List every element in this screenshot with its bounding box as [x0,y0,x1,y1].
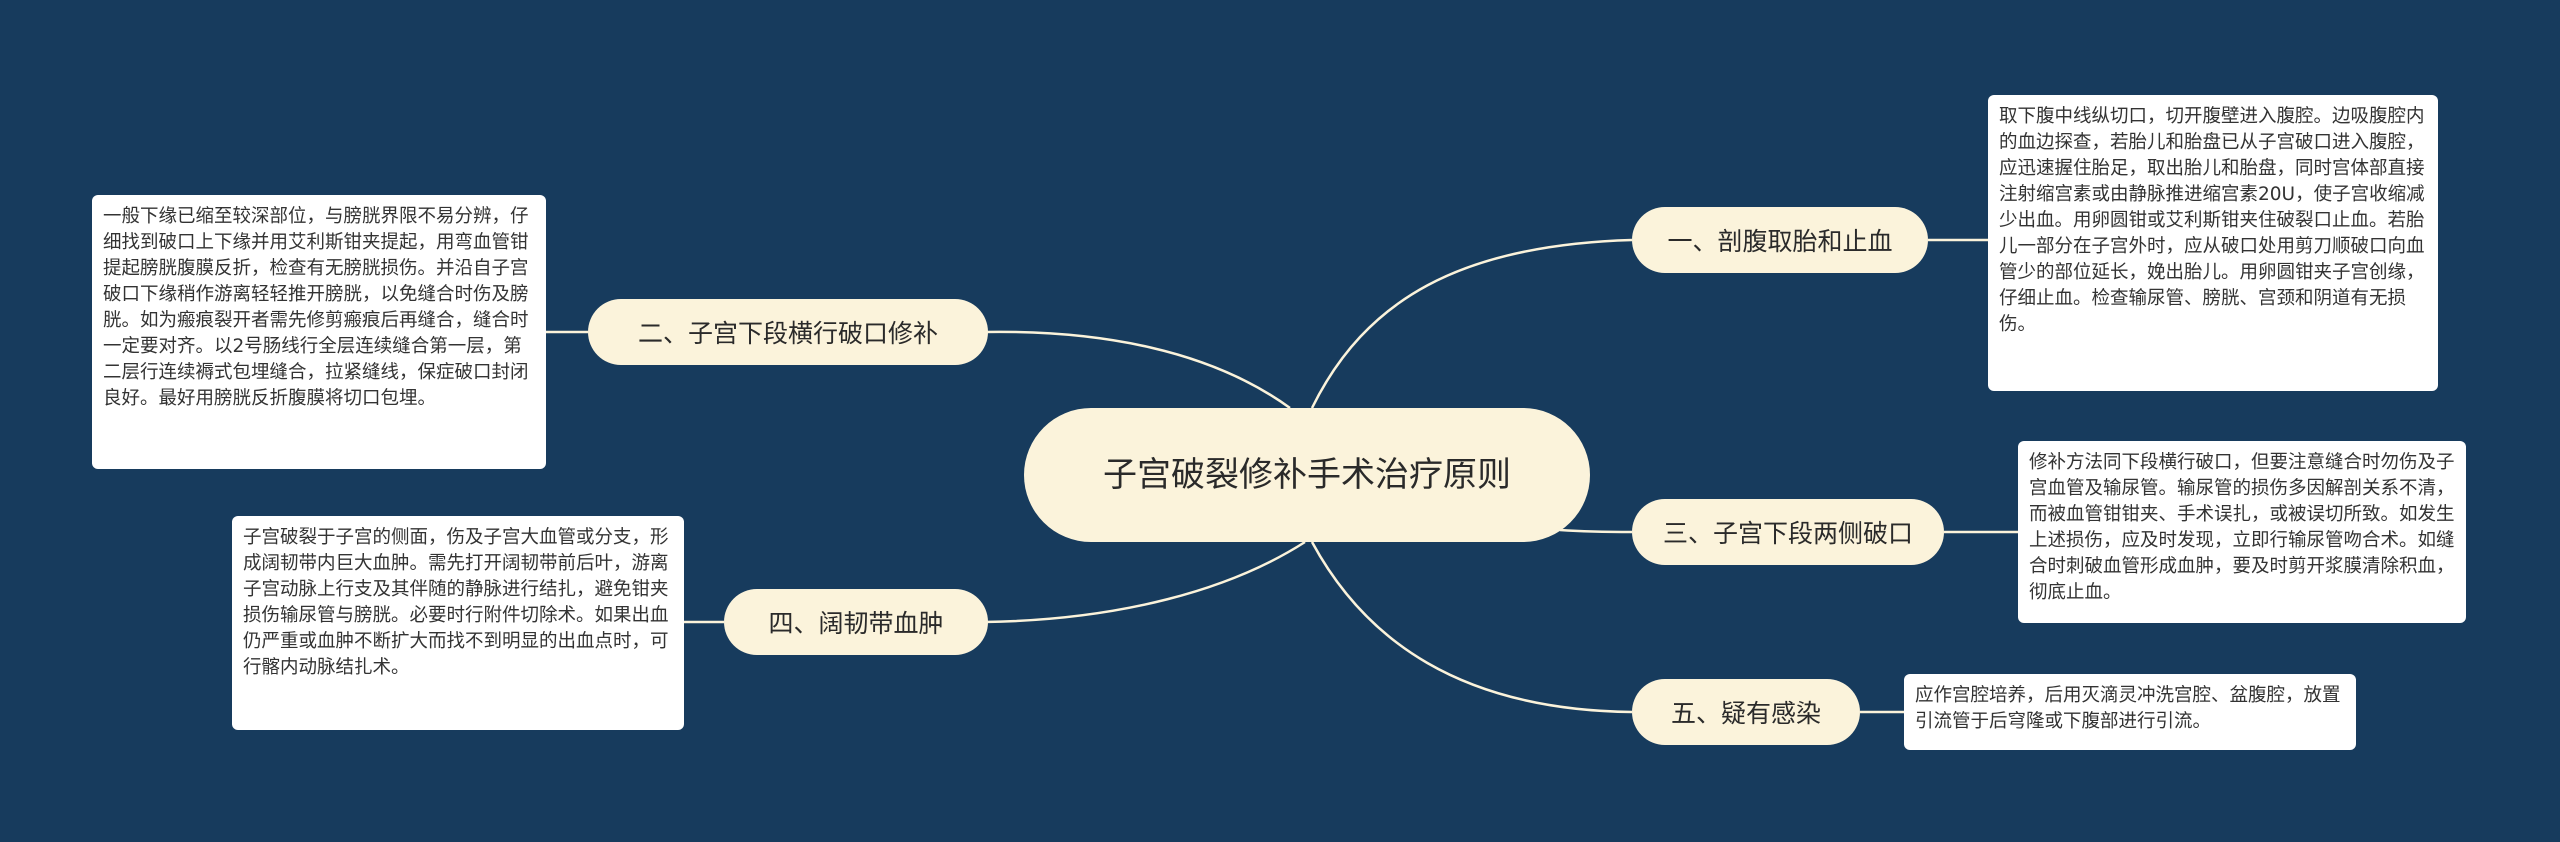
branch-label: 四、阔韧带血肿 [768,609,944,638]
connector-central-b1 [1310,238,1633,409]
central-topic[interactable]: 子宫破裂修补手术治疗原则 [1024,408,1590,542]
note-card-1: 取下腹中线纵切口，切开腹壁进入腹腔。边吸腹腔内的血边探查，若胎儿和胎盘已从子宫破… [1988,95,2438,391]
branch-label: 二、子宫下段横行破口修补 [637,319,938,348]
note-text: 取下腹中线纵切口，切开腹壁进入腹腔。边吸腹腔内的血边探查，若胎儿和胎盘已从子宫破… [1999,106,2425,335]
note-text: 应作宫腔培养，后用灭滴灵冲洗宫腔、盆腹腔，放置引流管于后穹隆或下腹部进行引流。 [1915,685,2341,732]
note-card-5: 应作宫腔培养，后用灭滴灵冲洗宫腔、盆腹腔，放置引流管于后穹隆或下腹部进行引流。 [1904,674,2356,750]
connector-central-b3 [1559,528,1633,534]
central-topic-label: 子宫破裂修补手术治疗原则 [1103,455,1511,495]
branch-label: 五、疑有感染 [1670,699,1821,728]
branch-label: 三、子宫下段两侧破口 [1662,519,1913,548]
branch-node-4[interactable]: 四、阔韧带血肿 [724,589,988,655]
connector-central-b2 [983,330,1291,410]
branch-node-2[interactable]: 二、子宫下段横行破口修补 [588,299,988,365]
branch-label: 一、剖腹取胎和止血 [1667,227,1893,256]
branch-node-3[interactable]: 三、子宫下段两侧破口 [1632,499,1944,565]
note-card-3: 修补方法同下段横行破口，但要注意缝合时勿伤及子宫血管及输尿管。输尿管的损伤多因解… [2018,441,2466,623]
note-text: 一般下缘已缩至较深部位，与膀胱界限不易分辨，仔细找到破口上下缘并用艾利斯钳夹提起… [103,206,529,409]
connector-central-b5 [1310,541,1633,714]
note-card-2: 一般下缘已缩至较深部位，与膀胱界限不易分辨，仔细找到破口上下缘并用艾利斯钳夹提起… [92,195,546,469]
note-text: 修补方法同下段横行破口，但要注意缝合时勿伤及子宫血管及输尿管。输尿管的损伤多因解… [2029,452,2455,603]
branch-node-5[interactable]: 五、疑有感染 [1632,679,1860,745]
branch-node-1[interactable]: 一、剖腹取胎和止血 [1632,207,1928,273]
note-text: 子宫破裂于子宫的侧面，伤及子宫大血管或分支，形成阔韧带内巨大血肿。需先打开阔韧带… [243,527,669,678]
connector-central-b4 [983,540,1306,624]
note-card-4: 子宫破裂于子宫的侧面，伤及子宫大血管或分支，形成阔韧带内巨大血肿。需先打开阔韧带… [232,516,684,730]
